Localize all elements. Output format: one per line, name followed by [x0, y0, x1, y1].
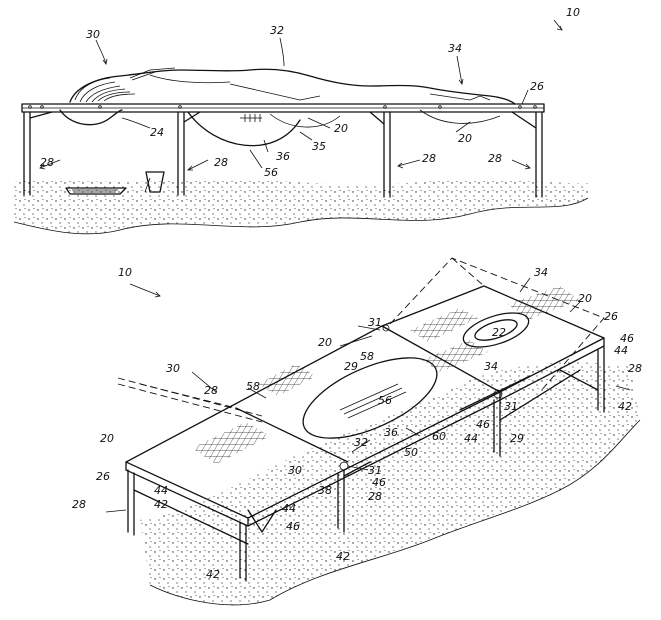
ref-bottom-circle-far: 22 [492, 326, 506, 339]
top-figure: 10 30 32 34 26 24 20 20 35 36 56 28 28 2… [12, 6, 590, 235]
ref-bottom-oval: 29 [344, 360, 358, 373]
ref-bottom-leg-left: 28 [72, 498, 86, 511]
ref-bottom-post-near: 44 [154, 484, 168, 497]
ref-bottom-leg-far: 28 [628, 362, 642, 375]
ref-bottom-leg-a: 29 [510, 432, 524, 445]
ref-bottom-leg-bottom-a: 42 [336, 550, 350, 563]
ref-bottom-panel-near-left: 20 [100, 432, 114, 445]
bottom-legs [127, 346, 605, 582]
ref-bottom-brace-a: 46 [476, 418, 490, 431]
top-person [69, 68, 516, 105]
ref-bottom-post: 44 [614, 344, 628, 357]
ref-bottom-center-label: 32 [354, 436, 368, 449]
top-legs [23, 111, 543, 198]
ref-bottom-assembly: 10 [118, 266, 132, 279]
bottom-mesh-patches [192, 286, 580, 464]
ref-bottom-hinge-near: 38 [318, 484, 332, 497]
ref-bottom-post-near-b: 44 [282, 502, 296, 515]
ref-top-body-region: 32 [270, 24, 284, 37]
ref-bottom-net: 36 [384, 426, 398, 439]
ref-top-table-left: 26 [530, 80, 544, 93]
bottom-head-extension [117, 377, 263, 423]
ref-top-tray: 24 [150, 126, 164, 139]
ref-bottom-panel-near: 20 [318, 336, 332, 349]
ref-top-cable: 35 [312, 140, 326, 153]
bottom-ground [140, 362, 640, 605]
ref-top-head-region: 30 [86, 28, 100, 41]
ref-top-legs-d: 28 [488, 152, 502, 165]
ref-top-legs-b: 28 [214, 156, 228, 169]
ref-bottom-hinge-low: 31 [368, 464, 382, 477]
ref-bottom-hinge-side: 31 [504, 400, 518, 413]
ref-bottom-seam-a: 58 [360, 350, 374, 363]
ref-bottom-leg-label: 28 [368, 490, 382, 503]
ref-bottom-brace: 46 [620, 332, 634, 345]
top-face-cradle [59, 109, 123, 126]
top-ground [12, 178, 590, 234]
ref-bottom-hinge-top: 31 [368, 316, 382, 329]
ref-bottom-end-far: 26 [604, 310, 618, 323]
ref-bottom-brace-near: 46 [372, 476, 386, 489]
ref-bottom-leg-rear: 28 [204, 384, 218, 397]
ref-bottom-leg-right: 42 [618, 400, 632, 413]
ref-bottom-zone-far: 34 [484, 360, 498, 373]
ref-bottom-seam-b: 58 [246, 380, 260, 393]
bottom-oval-opening [302, 357, 438, 439]
top-tray [65, 187, 127, 195]
ref-top-legs-c: 28 [422, 152, 436, 165]
ref-bottom-leg-bottom-b: 42 [206, 568, 220, 581]
top-cup [145, 171, 165, 193]
top-net [187, 111, 301, 147]
ref-top-legs-a: 28 [40, 156, 54, 169]
bottom-figure: 10 34 20 26 46 44 28 42 31 20 58 22 34 2… [72, 257, 642, 606]
ref-top-panel-right: 20 [458, 132, 472, 145]
ref-top-strap: 56 [264, 166, 278, 179]
ref-bottom-edge-a: 60 [432, 430, 446, 443]
bottom-circle-opening [462, 312, 530, 348]
ref-bottom-panel-far: 20 [578, 292, 592, 305]
ref-top-panel: 20 [334, 122, 348, 135]
ref-top-net: 36 [276, 150, 290, 163]
ref-bottom-foot-rest: 34 [534, 266, 548, 279]
ref-top-foot-region: 34 [448, 42, 462, 55]
ref-top-assembly: 10 [566, 6, 580, 19]
ref-bottom-head-zone: 30 [288, 464, 302, 477]
ref-bottom-end-near: 26 [96, 470, 110, 483]
ref-bottom-edge-b: 50 [404, 446, 418, 459]
ref-bottom-leg-near: 42 [154, 498, 168, 511]
ref-bottom-head-extension: 30 [166, 362, 180, 375]
ref-bottom-oval-strap: 56 [378, 394, 392, 407]
ref-bottom-brace-near-b: 46 [286, 520, 300, 533]
ref-bottom-post-a: 44 [464, 432, 478, 445]
